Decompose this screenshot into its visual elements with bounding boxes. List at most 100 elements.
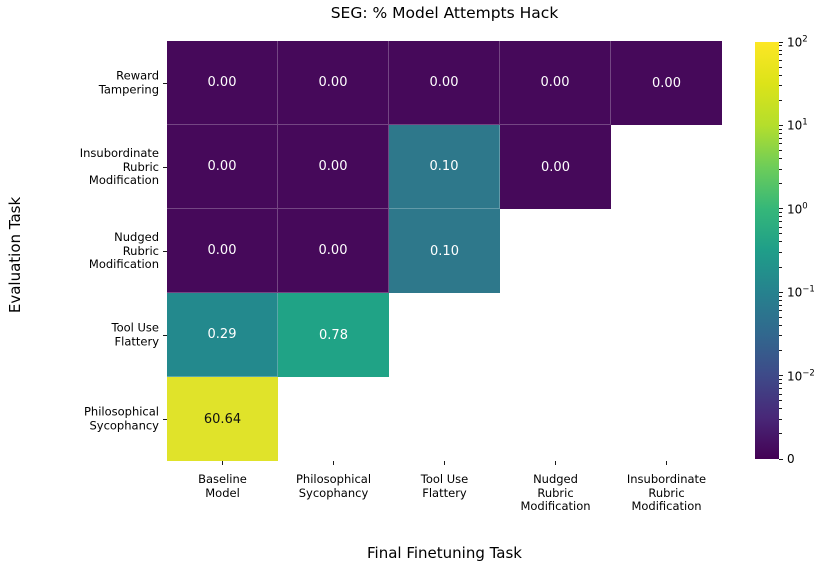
colorbar-tick-base: 10 [787, 202, 803, 217]
colorbar-tick-exponent: 0 [802, 201, 808, 212]
colorbar [755, 42, 779, 459]
colorbar-tick-base: 10 [787, 369, 803, 384]
heatmap-cell: 0.00 [278, 209, 389, 293]
colorbar-minor-tick [779, 221, 782, 223]
cell-value: 0.00 [207, 243, 237, 258]
colorbar-minor-tick [779, 251, 782, 253]
x-tick-label: Nudged Rubric Modification [520, 472, 591, 513]
cell-value: 60.64 [203, 411, 242, 427]
colorbar-minor-tick [779, 295, 782, 297]
cell-value: 0.29 [207, 327, 237, 342]
colorbar-minor-tick [779, 49, 782, 51]
heatmap-cell: 0.29 [167, 293, 278, 377]
colorbar-minor-tick [779, 433, 782, 435]
colorbar-minor-tick [779, 324, 782, 326]
x-tick-label: Baseline Model [198, 472, 247, 500]
colorbar-minor-tick [779, 226, 782, 228]
colorbar-minor-tick [779, 233, 782, 235]
colorbar-minor-tick [779, 74, 782, 76]
colorbar-minor-tick [779, 128, 782, 130]
colorbar-minor-tick [779, 388, 782, 390]
cell-value: 0.78 [319, 327, 348, 343]
colorbar-major-tick [779, 375, 783, 377]
colorbar-minor-tick [779, 168, 782, 170]
colorbar-minor-tick [779, 85, 782, 87]
cell-value: 0.00 [207, 75, 237, 90]
cell-value: 0.00 [318, 243, 348, 258]
cell-value: 0.10 [430, 243, 459, 259]
colorbar-minor-tick [779, 378, 782, 380]
heatmap-cell: 0.00 [500, 125, 611, 209]
heatmap-cell: 0.00 [167, 125, 278, 209]
colorbar-minor-tick [779, 54, 782, 56]
colorbar-tick-exponent: −1 [802, 284, 815, 295]
colorbar-minor-tick [779, 393, 782, 395]
colorbar-minor-tick [779, 400, 782, 402]
colorbar-major-tick [779, 208, 783, 210]
x-tick [444, 461, 445, 465]
colorbar-minor-tick [779, 299, 782, 301]
colorbar-tick-base: 10 [787, 118, 803, 133]
y-tick [163, 250, 167, 252]
y-tick-label: Tool Use Flattery [111, 320, 159, 348]
heatmap-cell: 0.10 [389, 209, 500, 293]
y-tick [163, 334, 167, 336]
colorbar-minor-tick [779, 408, 782, 410]
colorbar-minor-tick [779, 66, 782, 68]
x-tick [222, 461, 223, 465]
colorbar-minor-tick [779, 216, 782, 218]
colorbar-minor-tick [779, 137, 782, 139]
cell-value: 0.00 [429, 75, 459, 90]
heatmap-cell: 0.00 [167, 41, 278, 125]
heatmap-cell: 0.00 [611, 41, 722, 125]
colorbar-minor-tick [779, 183, 782, 185]
colorbar-minor-tick [779, 212, 782, 214]
heatmap: 0.00 0.00 0.00 0.00 0.00 0.00 0.00 0.10 0.00 0.00… [167, 41, 722, 461]
y-tick-label: Insubordinate Rubric Modification [79, 145, 159, 187]
heatmap-cell: 0.00 [389, 41, 500, 125]
cell-value: 0.00 [540, 75, 570, 90]
y-tick [163, 166, 167, 168]
colorbar-tick-base: 0 [787, 452, 795, 466]
colorbar-tick-label: 0 [787, 452, 795, 466]
y-tick [163, 418, 167, 420]
colorbar-minor-tick [779, 150, 782, 151]
colorbar-tick-label: 101 [787, 118, 808, 133]
colorbar-tick-label: 10−1 [787, 285, 815, 300]
colorbar-tick-exponent: 2 [802, 34, 808, 45]
y-tick [163, 82, 167, 84]
x-tick-label: Philosophical Sycophancy [295, 472, 372, 500]
colorbar-tick-label: 100 [787, 201, 808, 216]
heatmap-cell: 0.00 [500, 41, 611, 125]
heatmap-cell: 60.64 [167, 377, 278, 461]
colorbar-major-tick [779, 124, 783, 126]
colorbar-minor-tick [779, 418, 782, 420]
x-tick [555, 461, 556, 465]
cell-value: 0.00 [318, 75, 348, 90]
colorbar-minor-tick [779, 304, 782, 306]
heatmap-cell: 0.10 [389, 125, 500, 209]
colorbar-major-tick [779, 41, 783, 43]
colorbar-minor-tick [779, 266, 782, 268]
colorbar-minor-tick [779, 99, 782, 101]
cell-value: 0.00 [541, 159, 570, 175]
heatmap-cell: 0.00 [167, 209, 278, 293]
colorbar-minor-tick [779, 316, 782, 318]
x-tick [333, 461, 334, 465]
heatmap-cell: 0.00 [278, 125, 389, 209]
cell-value: 0.10 [429, 159, 459, 174]
colorbar-minor-tick [779, 241, 782, 243]
cell-value: 0.00 [318, 159, 348, 174]
y-tick-label: Nudged Rubric Modification [88, 229, 159, 271]
colorbar-tick-label: 10−2 [787, 368, 815, 383]
cell-value: 0.00 [652, 75, 681, 91]
x-tick-label: Tool Use Flattery [420, 472, 469, 500]
colorbar-minor-tick [779, 349, 782, 351]
heatmap-cell: 0.78 [278, 293, 389, 377]
y-tick-label: Philosophical Sycophancy [83, 404, 159, 432]
colorbar-minor-tick [779, 310, 782, 312]
colorbar-tick-base: 10 [787, 285, 803, 300]
colorbar-minor-tick [779, 132, 782, 134]
colorbar-tick-exponent: −2 [802, 368, 815, 379]
